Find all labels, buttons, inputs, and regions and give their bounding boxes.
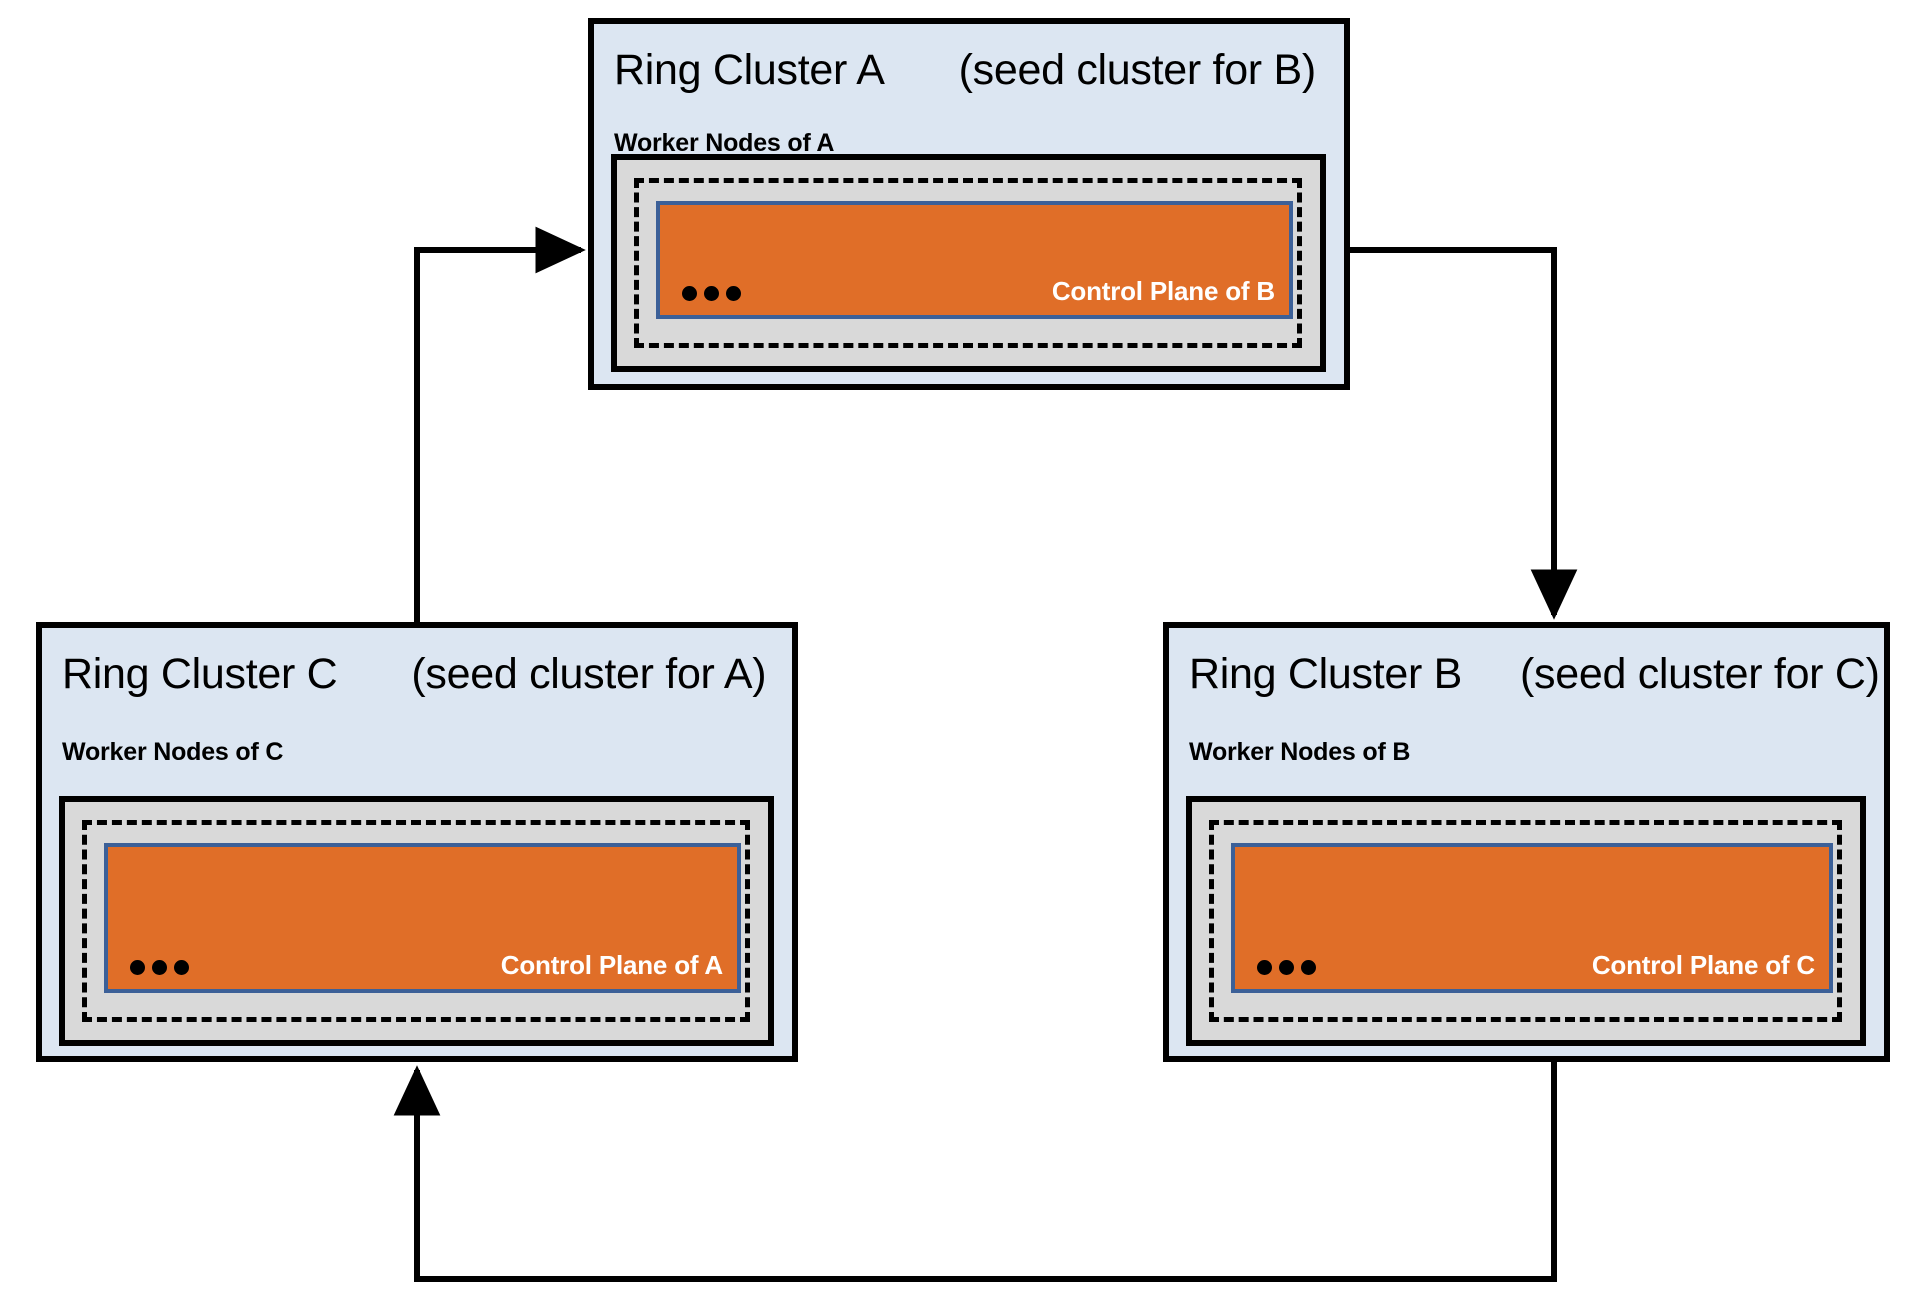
cluster-c-worker-nodes-box: Control Plane of A [59, 796, 774, 1046]
cluster-b-control-plane-box[interactable]: Control Plane of C [1231, 843, 1833, 993]
cluster-b-control-plane-label: Control Plane of C [1591, 950, 1815, 980]
cluster-a-dashed-boundary: Control Plane of B [634, 178, 1302, 348]
cluster-b-header: Ring Cluster B (seed cluster for C) [1189, 650, 1880, 699]
cluster-a-seed-note: (seed cluster for B) [958, 46, 1317, 94]
cluster-a-control-plane-box[interactable]: Control Plane of B [656, 201, 1293, 319]
cluster-a-title: Ring Cluster A [614, 46, 885, 94]
cluster-a-header: Ring Cluster A (seed cluster for B) [614, 46, 1316, 95]
cluster-c-seed-note: (seed cluster for A) [411, 650, 767, 698]
ellipsis-icon [130, 960, 189, 975]
ellipsis-icon [682, 286, 741, 301]
cluster-c-title: Ring Cluster C [62, 650, 338, 698]
arrow-c-to-a [414, 226, 586, 622]
cluster-b-title: Ring Cluster B [1189, 650, 1463, 698]
ring-cluster-b[interactable]: Ring Cluster B (seed cluster for C) Work… [1163, 622, 1890, 1062]
cluster-a-control-plane-label: Control Plane of B [1051, 276, 1275, 306]
ring-cluster-c[interactable]: Ring Cluster C (seed cluster for A) Work… [36, 622, 798, 1062]
cluster-b-worker-nodes-box: Control Plane of C [1186, 796, 1866, 1046]
arrow-b-to-c [393, 1062, 1557, 1282]
cluster-b-seed-note: (seed cluster for C) [1520, 650, 1880, 698]
cluster-a-worker-label: Worker Nodes of A [614, 129, 835, 157]
cluster-c-control-plane-label: Control Plane of A [500, 950, 723, 980]
cluster-c-dashed-boundary: Control Plane of A [82, 820, 750, 1022]
ring-cluster-a[interactable]: Ring Cluster A (seed cluster for B) Work… [588, 18, 1350, 390]
cluster-c-control-plane-box[interactable]: Control Plane of A [104, 843, 741, 993]
arrow-a-to-b [1350, 247, 1578, 620]
cluster-a-worker-nodes-box: Control Plane of B [611, 154, 1326, 372]
cluster-b-dashed-boundary: Control Plane of C [1209, 820, 1842, 1022]
ellipsis-icon [1257, 960, 1316, 975]
cluster-c-worker-label: Worker Nodes of C [62, 738, 284, 766]
cluster-c-header: Ring Cluster C (seed cluster for A) [62, 650, 767, 699]
cluster-b-worker-label: Worker Nodes of B [1189, 738, 1411, 766]
